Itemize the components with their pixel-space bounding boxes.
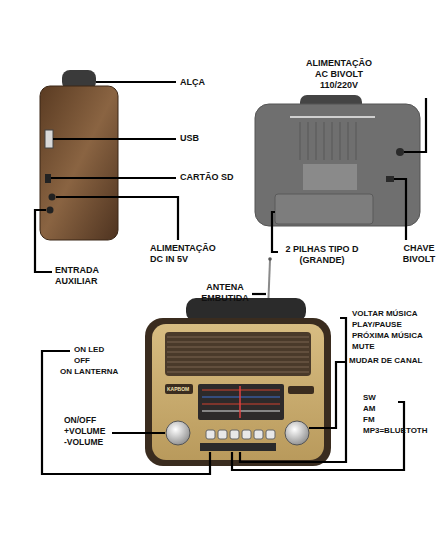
function-label: PLAY/PAUSE — [352, 320, 402, 330]
part-label: ALÇA — [180, 77, 205, 88]
aux-jack — [47, 207, 54, 214]
bivolt-switch — [386, 176, 394, 182]
tuning-dial — [198, 384, 284, 420]
battery-cover — [275, 194, 373, 224]
volume-knob — [166, 421, 190, 445]
folded-antenna — [290, 116, 375, 118]
wood-case — [40, 86, 118, 240]
band-label: SW — [363, 393, 376, 403]
back-view — [255, 95, 420, 226]
side-view — [40, 70, 118, 240]
control-strip — [200, 443, 276, 451]
sd-slot — [45, 174, 51, 183]
control-label: ON/OFF — [64, 415, 96, 425]
function-label: VOLTAR MÚSICA — [352, 309, 417, 319]
grille-lines — [167, 337, 309, 372]
band-label: AM — [363, 404, 375, 414]
front-panel — [152, 324, 324, 460]
part-label: USB — [180, 133, 199, 144]
front-view — [145, 257, 331, 466]
ac-socket — [396, 148, 404, 156]
control-label: -VOLUME — [64, 437, 103, 447]
control-label: +VOLUME — [64, 426, 105, 436]
frame — [145, 318, 331, 466]
tuning-knob — [285, 421, 309, 445]
part-label: ENTRADA AUXILIAR — [55, 265, 111, 287]
switch-label: ON LED — [74, 345, 104, 355]
speaker-grille — [165, 332, 311, 376]
function-label: MUDAR DE CANAL — [349, 356, 422, 366]
leader-lines — [35, 82, 426, 474]
grille — [300, 122, 356, 160]
brand-text: KAPBOM — [167, 386, 189, 392]
part-label: CHAVE BIVOLT — [396, 243, 442, 265]
band-label: FM — [363, 415, 375, 425]
part-label: ALIMENTAÇÃO DC IN 5V — [150, 243, 224, 265]
brand-badge — [165, 384, 193, 394]
back-case — [255, 104, 420, 226]
part-label: ALIMENTAÇÃO AC BIVOLT 110/220V — [300, 58, 378, 90]
dc-jack — [49, 194, 56, 201]
part-label: CARTÃO SD — [180, 172, 234, 183]
part-label: ANTENA EMBUTIDA — [197, 282, 253, 304]
function-label: PRÓXIMA MÚSICA — [352, 331, 423, 341]
switch-label: OFF — [74, 356, 90, 366]
function-label: MUTE — [352, 342, 375, 352]
spec-sticker — [303, 164, 357, 190]
switch-label: ON LANTERNA — [60, 367, 118, 377]
band-label: MP3=BLUETOTH — [363, 426, 428, 436]
buttons — [206, 430, 275, 439]
part-label: 2 PILHAS TIPO D (GRANDE) — [281, 244, 363, 266]
usb-port — [45, 130, 53, 148]
dial-scale — [202, 386, 280, 418]
